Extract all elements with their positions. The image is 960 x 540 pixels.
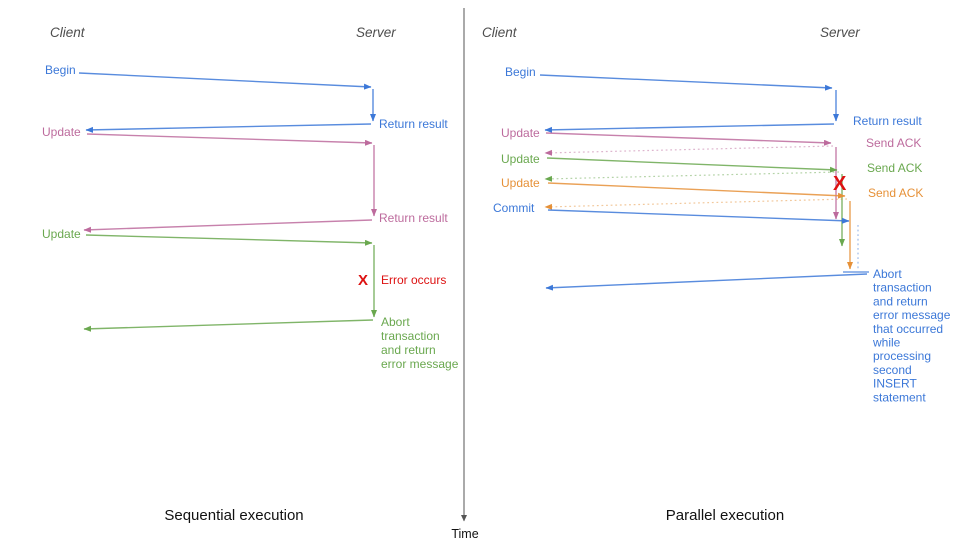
right-abort-text-line: while <box>872 336 901 350</box>
left-abort-text-line: and return <box>381 343 436 357</box>
right-send-ack-label-3: Send ACK <box>868 186 923 200</box>
left-abort-text-line: transaction <box>381 329 440 343</box>
left-update1-request-arrow <box>86 133 373 146</box>
right-abort-text-line: second <box>873 363 912 377</box>
left-diagram: Client Server Begin Return result Update… <box>42 25 459 524</box>
right-abort-text-line: processing <box>873 349 931 363</box>
right-abort-text-line: transaction <box>873 281 932 295</box>
time-axis-label: Time <box>451 527 478 540</box>
right-abort-text-line: Abort <box>873 267 902 281</box>
right-abort-text-line: error message <box>873 308 951 322</box>
right-caption: Parallel execution <box>666 507 784 524</box>
right-ack1-dotted-arrow <box>544 145 834 156</box>
right-update2-request-arrow <box>546 157 838 173</box>
right-update-label-3: Update <box>501 176 540 190</box>
right-client-header: Client <box>482 25 518 40</box>
right-return-result-label: Return result <box>853 114 922 128</box>
left-begin-label: Begin <box>45 63 76 77</box>
left-server-header: Server <box>356 25 396 40</box>
right-ack3-dotted-arrow <box>544 198 848 210</box>
left-return-result-label-2: Return result <box>379 211 448 225</box>
right-update-label-1: Update <box>501 126 540 140</box>
right-update1-request-arrow <box>545 132 832 146</box>
right-update-label-2: Update <box>501 152 540 166</box>
left-error-x-icon: X <box>358 272 368 289</box>
right-update3-request-arrow <box>547 182 846 199</box>
time-axis: Time <box>451 8 479 540</box>
right-send-ack-label-1: Send ACK <box>866 136 921 150</box>
right-abort-text-line: INSERT <box>873 377 917 391</box>
right-commit-label: Commit <box>493 201 535 215</box>
left-update-label-2: Update <box>42 227 81 241</box>
left-update2-request-arrow <box>85 234 373 246</box>
right-begin-label: Begin <box>505 65 536 79</box>
left-update-label-1: Update <box>42 125 81 139</box>
left-begin-request-arrow <box>78 72 372 90</box>
right-ack2-dotted-arrow <box>544 171 840 182</box>
right-abort-text-line: and return <box>873 294 928 308</box>
left-caption: Sequential execution <box>164 507 303 524</box>
left-abort-text-line: error message <box>381 357 459 371</box>
left-return-result-arrow-1 <box>85 123 372 133</box>
right-server-header: Server <box>820 25 860 40</box>
right-begin-request-arrow <box>539 74 833 91</box>
left-client-header: Client <box>50 25 86 40</box>
right-abort-text-line: that occurred <box>873 322 943 336</box>
left-abort-text-line: Abort <box>381 315 410 329</box>
right-send-ack-label-2: Send ACK <box>867 161 922 175</box>
left-error-label: Error occurs <box>381 273 446 287</box>
right-abort-return-arrow <box>545 273 868 291</box>
right-return-result-arrow <box>544 123 835 133</box>
left-return-result-label-1: Return result <box>379 117 448 131</box>
right-commit-request-arrow <box>547 209 850 224</box>
right-error-x-icon: X <box>833 173 847 195</box>
right-abort-text-line: statement <box>873 390 926 404</box>
left-return-result-arrow-2 <box>83 219 373 233</box>
right-diagram: Client Server Begin Return result Update… <box>482 25 951 524</box>
left-abort-return-arrow <box>83 319 374 332</box>
